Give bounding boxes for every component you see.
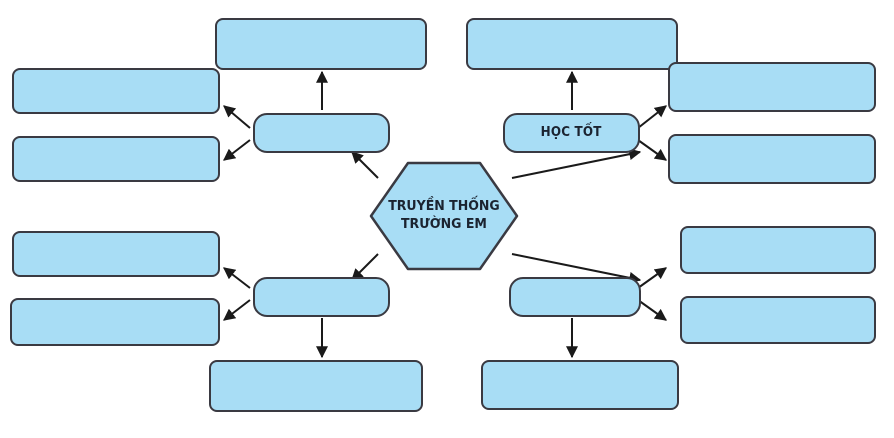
branch-top-left-hub-box[interactable]	[253, 113, 390, 153]
branch-bottom-right-leaf-2[interactable]	[680, 296, 876, 344]
branch-bottom-left-hub-box[interactable]	[253, 277, 390, 317]
branch-bottom-left-leaf-1[interactable]	[12, 231, 220, 277]
branch-bottom-left-head-box[interactable]	[209, 360, 423, 412]
branch-top-right-hub-box[interactable]: HỌC TỐT	[503, 113, 640, 153]
branch-top-left-leaf-1[interactable]	[12, 68, 220, 114]
branch-bottom-right-leaf-1[interactable]	[680, 226, 876, 274]
branch-bottom-left-leaf-2[interactable]	[10, 298, 220, 346]
center-hexagon[interactable]: TRUYỀN THỐNG TRƯỜNG EM	[368, 160, 520, 272]
branch-bottom-right-head-box[interactable]	[481, 360, 679, 410]
branch-top-right-head-box[interactable]	[466, 18, 678, 70]
center-hexagon-label: TRUYỀN THỐNG TRƯỜNG EM	[388, 198, 500, 232]
branch-top-right-leaf-1[interactable]	[668, 62, 876, 112]
branch-top-right-hub-label: HỌC TỐT	[541, 124, 602, 140]
branch-top-left-leaf-2[interactable]	[12, 136, 220, 182]
center-hexagon-shape	[369, 161, 519, 271]
branch-top-left-head-box[interactable]	[215, 18, 427, 70]
branch-top-right-leaf-2[interactable]	[668, 134, 876, 184]
branch-bottom-right-hub-box[interactable]	[509, 277, 641, 317]
